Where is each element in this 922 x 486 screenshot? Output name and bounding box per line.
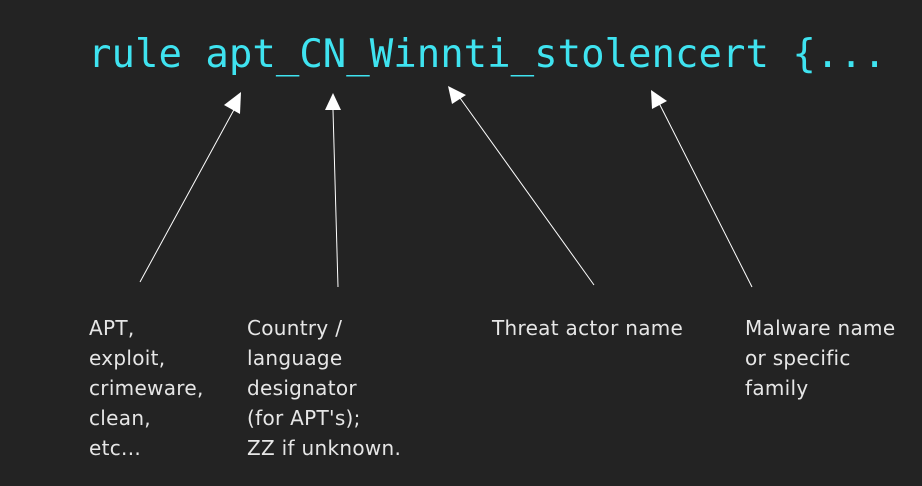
label-rule-type: APT, exploit, crimeware, clean, etc... bbox=[89, 316, 204, 460]
label-malware-family: Malware name or specific family bbox=[745, 316, 896, 400]
rule-signature: rule apt_CN_Winnti_stolencert {... bbox=[88, 32, 887, 77]
arrow-type bbox=[139, 92, 241, 283]
arrow-malware bbox=[651, 90, 753, 288]
label-threat-actor: Threat actor name bbox=[492, 316, 684, 340]
arrow-country bbox=[325, 93, 341, 288]
label-country-designator: Country / language designator (for APT's… bbox=[247, 316, 402, 460]
arrow-actor bbox=[448, 86, 595, 286]
